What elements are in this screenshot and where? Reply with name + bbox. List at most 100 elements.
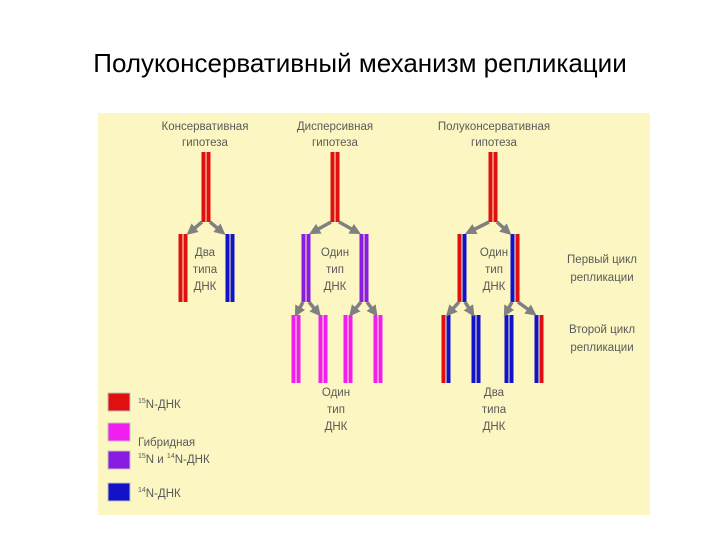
slide-title: Полуконсервативный механизм репликации [93, 48, 627, 78]
dna-strand [335, 152, 340, 222]
gen1-semiconservative-line2: тип [485, 264, 503, 276]
legend-swatch-hybrid-violet [107, 450, 131, 470]
dna-strand [206, 152, 211, 222]
hypothesis-dispersive-line1: Дисперсивная [297, 121, 373, 133]
gen1-conservative-right [225, 234, 235, 302]
gen2-dispersive-line2: тип [327, 404, 345, 416]
gen1-semiconservative-line3: ДНК [483, 281, 506, 293]
dna-strand [230, 234, 235, 302]
dna-strand [515, 234, 520, 302]
gen2-dispersive-line1: Один [322, 387, 350, 399]
hypothesis-semiconservative-line1: Полуконсервативная [438, 121, 550, 133]
gen2-dispersive-line3: ДНК [325, 421, 348, 433]
arrow-down-diagonal-icon [208, 220, 226, 235]
first-cycle-line2: репликации [570, 272, 633, 284]
dna-strand [462, 234, 467, 302]
hypothesis-semiconservative-line2: гипотеза [471, 137, 518, 149]
dna-strand [504, 315, 509, 383]
gen2-semiconservative-3 [504, 315, 514, 383]
gen2-semiconservative-4 [534, 315, 544, 383]
arrow-down-diagonal-icon [309, 220, 332, 235]
replication-arrows [186, 220, 537, 317]
dna-strand [373, 315, 378, 383]
dna-strand [301, 234, 306, 302]
dna-strand [493, 152, 498, 222]
dna-strand [476, 315, 481, 383]
second-cycle-line1: Второй цикл [569, 324, 635, 336]
arrow-down-diagonal-icon [464, 220, 490, 235]
gen2-semiconservative-line2: типа [482, 404, 507, 416]
parent-conservative [201, 152, 211, 222]
dna-strand [534, 315, 539, 383]
arrow-down-diagonal-icon [503, 301, 515, 317]
legend: 15N-ДНК Гибридная 15N и 14N-ДНК 14N-ДНК [107, 392, 210, 502]
gen2-semiconservative-line3: ДНК [483, 421, 506, 433]
dna-strands [178, 152, 544, 383]
dna-strand [296, 315, 301, 383]
dna-strand [330, 152, 335, 222]
gen1-semiconservative-left [457, 234, 467, 302]
arrow-down-diagonal-icon [338, 220, 361, 235]
gen1-dispersive-line2: тип [326, 264, 344, 276]
first-cycle-line1: Первый цикл [567, 254, 637, 266]
gen1-dispersive-line3: ДНК [324, 281, 347, 293]
dna-strand [359, 234, 364, 302]
dna-strand [318, 315, 323, 383]
dna-strand [225, 234, 230, 302]
gen1-semiconservative-right [510, 234, 520, 302]
parent-semiconservative [488, 152, 498, 222]
arrow-down-diagonal-icon [365, 300, 378, 317]
dna-strand [183, 234, 188, 302]
arrow-down-diagonal-icon [495, 220, 512, 236]
legend-heavy-label: 15N-ДНК [138, 398, 181, 411]
legend-swatch-heavy [107, 392, 131, 412]
gen1-conservative-left [178, 234, 188, 302]
dna-strand [291, 315, 296, 383]
gen2-semiconservative-2 [471, 315, 481, 383]
gen1-conservative-line3: ДНК [194, 281, 217, 293]
dna-strand [364, 234, 369, 302]
dna-strand [306, 234, 311, 302]
dna-strand [446, 315, 451, 383]
hypothesis-dispersive-line2: гипотеза [312, 137, 359, 149]
gen2-semiconservative-1 [441, 315, 451, 383]
gen2-dispersive-4 [373, 315, 383, 383]
dna-strand [348, 315, 353, 383]
legend-hybrid-line2: 15N и 14N-ДНК [138, 453, 210, 466]
legend-hybrid-line1: Гибридная [138, 437, 195, 449]
dna-strand [323, 315, 328, 383]
legend-swatch-hybrid-magenta [107, 422, 131, 442]
gen1-dispersive-left [301, 234, 311, 302]
dna-strand [178, 234, 183, 302]
dna-strand [471, 315, 476, 383]
dna-strand [509, 315, 514, 383]
dna-strand [378, 315, 383, 383]
hypothesis-conservative-line1: Консервативная [162, 121, 249, 133]
legend-swatch-light [107, 482, 131, 502]
dna-strand [201, 152, 206, 222]
gen2-dispersive-2 [318, 315, 328, 383]
dna-strand [488, 152, 493, 222]
arrow-down-diagonal-icon [349, 300, 363, 317]
gen2-dispersive-3 [343, 315, 353, 383]
gen1-conservative-line2: типа [193, 264, 218, 276]
gen1-semiconservative-line1: Один [480, 247, 508, 259]
dna-strand [441, 315, 446, 383]
gen2-dispersive-1 [291, 315, 301, 383]
arrow-down-diagonal-icon [294, 301, 306, 317]
gen1-dispersive-right [359, 234, 369, 302]
dna-strand [343, 315, 348, 383]
dna-strand [457, 234, 462, 302]
legend-light-label: 14N-ДНК [138, 487, 181, 500]
gen2-semiconservative-line1: Два [484, 387, 505, 399]
dna-strand [539, 315, 544, 383]
dna-strand [510, 234, 515, 302]
arrow-down-diagonal-icon [445, 300, 461, 317]
arrow-down-diagonal-icon [516, 300, 537, 316]
gen1-conservative-line1: Два [195, 247, 216, 259]
hypothesis-conservative-line2: гипотеза [182, 137, 229, 149]
parent-dispersive [330, 152, 340, 222]
arrow-down-diagonal-icon [463, 301, 475, 317]
arrow-down-diagonal-icon [186, 220, 204, 235]
